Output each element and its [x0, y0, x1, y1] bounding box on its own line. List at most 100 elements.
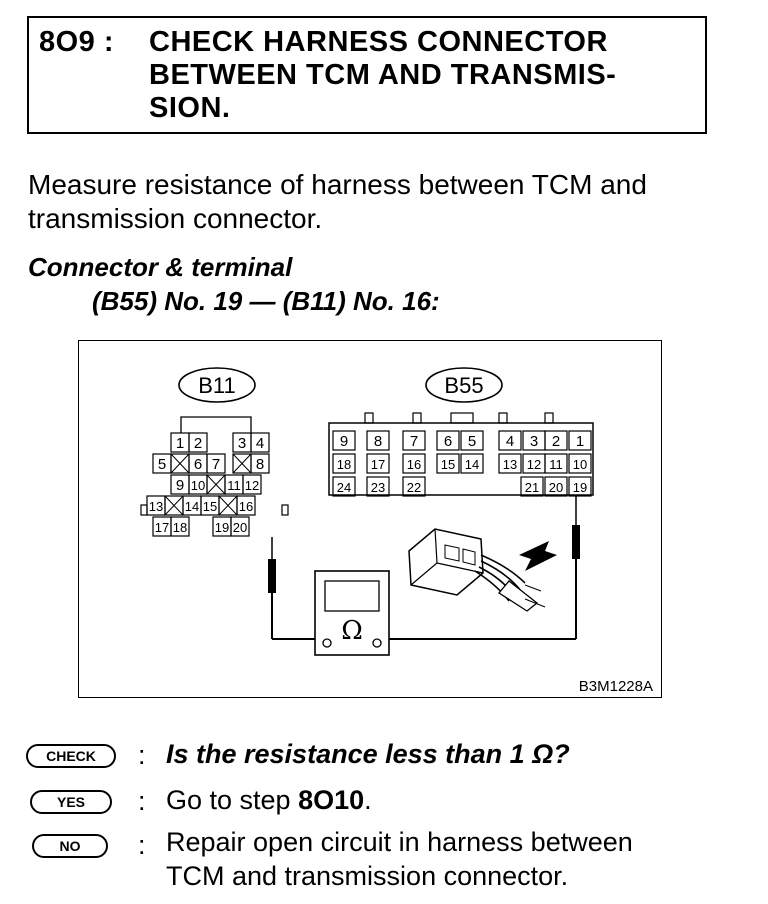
b11-pin-8: [250, 453, 270, 474]
pin-number: 22: [407, 480, 421, 495]
yes-text: Go to step 8O10.: [166, 783, 726, 817]
b11-pin-12: [242, 474, 262, 495]
b55-label: B55: [444, 373, 483, 398]
pin-number: 9: [340, 433, 348, 450]
pin-number: 4: [256, 435, 264, 452]
pin-number: 2: [552, 433, 560, 450]
b55-pin-6: [436, 430, 460, 451]
yes-text-suffix: .: [364, 785, 372, 815]
pin-number: 19: [573, 480, 587, 495]
b55-pin-20: [544, 476, 568, 497]
b11-pin-16: [236, 495, 256, 516]
pin-number: 4: [506, 433, 514, 450]
b11-pin-7: [206, 453, 226, 474]
pin-number: 17: [155, 520, 169, 535]
pin-number: 3: [530, 433, 538, 450]
pin-number: 17: [371, 457, 385, 472]
b55-pin-16: [402, 453, 426, 474]
check-question: Is the resistance less than 1 Ω?: [166, 739, 570, 769]
figure-code: B3M1228A: [579, 678, 653, 695]
b11-pin-20: [230, 516, 250, 537]
pin-number: 1: [576, 433, 584, 450]
check-badge: CHECK: [26, 744, 116, 768]
no-badge: NO: [32, 834, 108, 858]
pin-number: 12: [527, 457, 541, 472]
pin-number: 1: [176, 435, 184, 452]
connector-heading: Connector & terminal: [28, 252, 293, 282]
b55-pin-8: [366, 430, 390, 451]
pin-number: 11: [549, 457, 563, 472]
pin-number: 14: [465, 457, 479, 472]
pin-number: 21: [525, 480, 539, 495]
harness-plug-illustration: [408, 528, 557, 612]
step-number: 8O9 :: [39, 26, 115, 58]
pin-number: 8: [256, 456, 264, 473]
b11-pin-4: [250, 432, 270, 453]
left-probe: [268, 537, 276, 639]
blank-pin-cross: [206, 474, 226, 495]
insert-arrow-icon: [519, 541, 557, 571]
pin-number: 10: [191, 478, 205, 493]
pin-number: 14: [185, 499, 199, 514]
b55-label-oval: [425, 367, 503, 403]
step-title: CHECK HARNESS CONNECTOR BETWEEN TCM AND …: [149, 26, 617, 124]
pin-number: 15: [441, 457, 455, 472]
blank-pin-cross: [170, 453, 190, 474]
b55-pin-18: [332, 453, 356, 474]
b55-pin-13: [498, 453, 522, 474]
yes-step-ref: 8O10: [298, 785, 365, 815]
pin-number: 9: [176, 477, 184, 494]
pin-number: 6: [194, 456, 202, 473]
pin-number: 10: [573, 457, 587, 472]
pin-number: 20: [549, 480, 563, 495]
pin-number: 13: [149, 499, 163, 514]
pin-number: 7: [410, 433, 418, 450]
pin-number: 16: [239, 499, 253, 514]
b55-pin-4: [498, 430, 522, 451]
pin-number: 13: [503, 457, 517, 472]
b55-pin-7: [402, 430, 426, 451]
b55-pin-14: [460, 453, 484, 474]
b11-label-oval: [178, 367, 256, 403]
ohmmeter: Ω: [314, 570, 390, 656]
no-text: Repair open circuit in harness between T…: [166, 827, 633, 891]
b55-pin-19: [568, 476, 592, 497]
pin-number: 7: [212, 456, 220, 473]
blank-pin-cross: [218, 495, 238, 516]
pin-number: 2: [194, 435, 202, 452]
pin-number: 8: [374, 433, 382, 450]
pin-number: 24: [337, 480, 351, 495]
pin-number: 19: [215, 520, 229, 535]
pin-number: 18: [337, 457, 351, 472]
b55-pin-23: [366, 476, 390, 497]
b55-pin-1: [568, 430, 592, 451]
b11-pin-18: [170, 516, 190, 537]
b11-label: B11: [198, 373, 236, 398]
pin-number: 5: [468, 433, 476, 450]
blank-pin-cross: [164, 495, 184, 516]
pin-number: 6: [444, 433, 452, 450]
b55-pin-11: [544, 453, 568, 474]
b55-pin-22: [402, 476, 426, 497]
pin-number: 11: [227, 478, 241, 493]
yes-text-prefix: Go to step: [166, 785, 299, 815]
blank-pin-cross: [232, 453, 252, 474]
pin-number: 23: [371, 480, 385, 495]
step-header-box: 8O9 : CHECK HARNESS CONNECTOR BETWEEN TC…: [27, 16, 707, 134]
b55-pin-2: [544, 430, 568, 451]
b55-pin-10: [568, 453, 592, 474]
right-probe: [572, 495, 580, 639]
pin-number: 15: [203, 499, 217, 514]
yes-badge: YES: [30, 790, 112, 814]
pin-number: 12: [245, 478, 259, 493]
b55-pin-15: [436, 453, 460, 474]
b55-pin-21: [520, 476, 544, 497]
connector-spec: (B55) No. 19 — (B11) No. 16:: [92, 286, 440, 316]
pin-number: 20: [233, 520, 247, 535]
b55-pin-5: [460, 430, 484, 451]
b55-pin-24: [332, 476, 356, 497]
